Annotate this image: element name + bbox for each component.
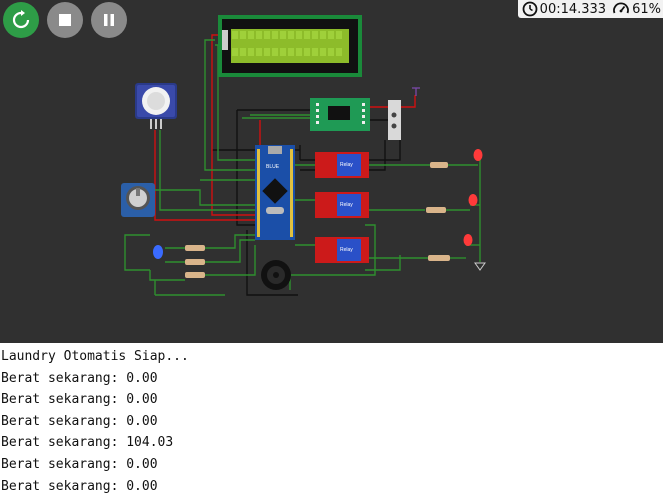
relay-label: Relay: [340, 202, 353, 208]
relay-module-2[interactable]: Relay: [315, 192, 369, 218]
sim-speed-value: 61%: [632, 1, 661, 17]
circuit-diagram: BLUE Relay Relay Relay: [121, 15, 486, 296]
restart-button[interactable]: [3, 2, 39, 38]
pause-button[interactable]: [91, 2, 127, 38]
relay-module-3[interactable]: Relay: [315, 237, 369, 263]
microcontroller-board[interactable]: BLUE: [255, 145, 295, 240]
lcd-display[interactable]: [218, 15, 362, 77]
vcc-symbol: [412, 87, 420, 96]
resistors: [185, 162, 450, 278]
rotary-encoder[interactable]: [121, 183, 155, 217]
board-label: BLUE: [266, 164, 280, 170]
restart-icon: [12, 10, 30, 29]
relay-label: Relay: [340, 162, 353, 168]
status-bar: 00:14.333 61%: [517, 0, 663, 18]
wires-black: [212, 109, 401, 296]
load-cell-amplifier[interactable]: [310, 98, 370, 131]
stop-button[interactable]: [47, 2, 83, 38]
sim-time-value: 00:14.333: [539, 1, 607, 17]
pir-sensor[interactable]: [135, 83, 177, 129]
serial-line: Laundry Otomatis Siap...: [1, 349, 189, 364]
serial-line: Berat sekarang: 0.00: [1, 456, 158, 472]
serial-line: Berat sekarang: 0.00: [1, 370, 158, 386]
relay-label: Relay: [340, 247, 353, 253]
blue-led[interactable]: [153, 245, 163, 259]
serial-line: Berat sekarang: 0.00: [1, 413, 158, 429]
stop-icon: [59, 14, 71, 26]
serial-line: Berat sekarang: 104.03: [1, 435, 174, 451]
clock-icon: [522, 1, 538, 17]
wires-green: [124, 39, 481, 296]
pause-icon: [104, 14, 114, 26]
serial-line: Berat sekarang: 0.00: [1, 392, 158, 408]
relay-module-1[interactable]: Relay: [315, 152, 369, 178]
sim-speed: 61%: [612, 1, 661, 17]
simulation-canvas[interactable]: BLUE Relay Relay Relay: [0, 0, 663, 343]
serial-monitor[interactable]: Laundry Otomatis Siap... Berat sekarang:…: [0, 343, 663, 493]
ground-symbol: [474, 262, 486, 271]
red-leds[interactable]: [463, 149, 483, 246]
serial-line: Berat sekarang: 0.00: [1, 478, 158, 493]
load-cell[interactable]: [388, 100, 401, 140]
buzzer[interactable]: [261, 260, 291, 290]
speedometer-icon: [613, 2, 629, 14]
sim-time: 00:14.333: [522, 1, 606, 17]
